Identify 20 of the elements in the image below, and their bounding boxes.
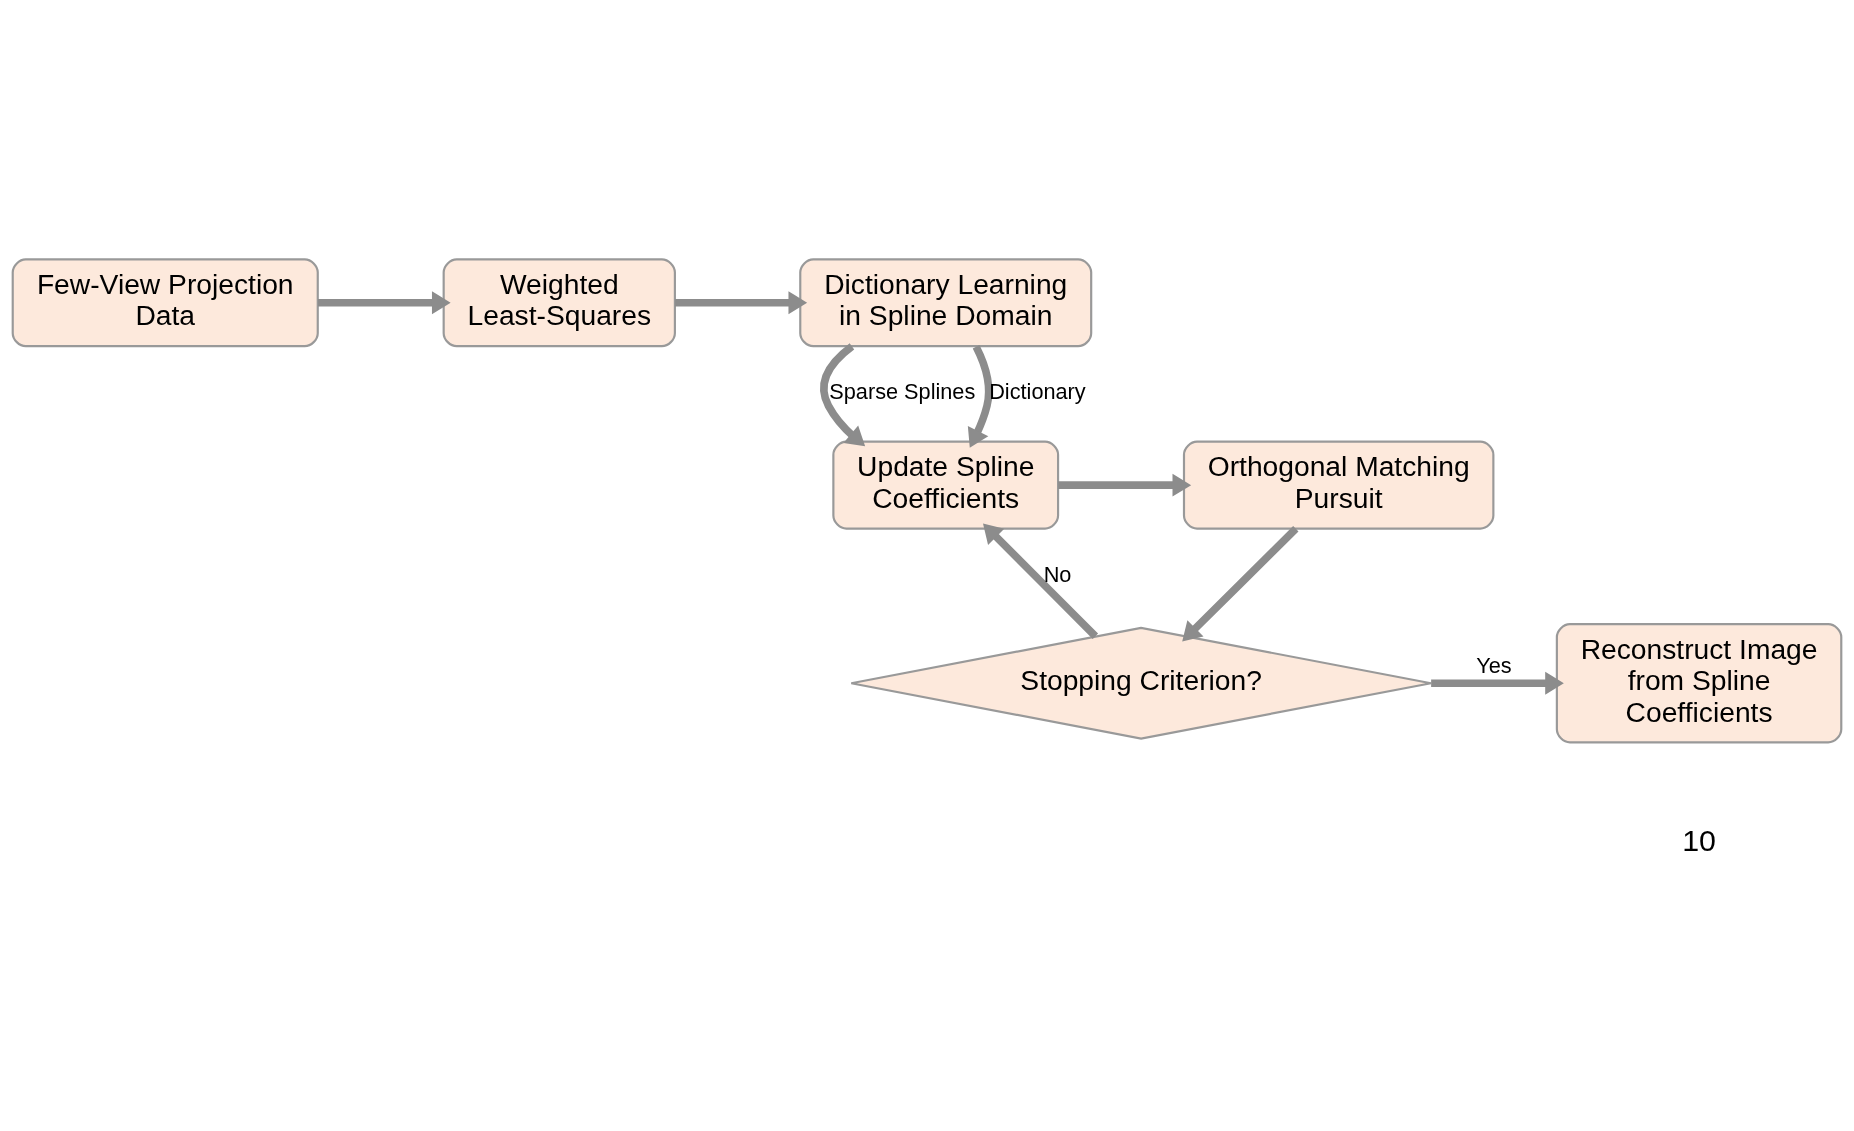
node-box: Reconstruct Image from Spline Coefficients xyxy=(1555,622,1843,743)
arrow xyxy=(983,523,1099,639)
arrow xyxy=(967,344,993,448)
node-box: Dictionary Learning in Spline Domain xyxy=(799,257,1093,347)
edge-label: Yes xyxy=(1476,652,1512,678)
edge-label: No xyxy=(1043,561,1072,587)
label: 10 xyxy=(1682,822,1716,857)
edge-label: Dictionary xyxy=(989,378,1086,404)
arrow xyxy=(318,290,451,314)
node-box: Update Spline Coefficients xyxy=(832,440,1060,530)
node-box: Orthogonal Matching Pursuit xyxy=(1182,440,1495,530)
node-diamond: Stopping Criterion? xyxy=(850,626,1433,740)
arrow xyxy=(1058,473,1192,497)
node-box: Weighted Least-Squares xyxy=(442,257,676,347)
node-box: Few-View Projection Data xyxy=(11,257,319,347)
arrow xyxy=(1182,525,1299,641)
arrow xyxy=(675,290,808,314)
arrow xyxy=(1431,671,1564,695)
edge-label: Sparse Splines xyxy=(829,378,976,404)
arrow xyxy=(820,342,866,446)
